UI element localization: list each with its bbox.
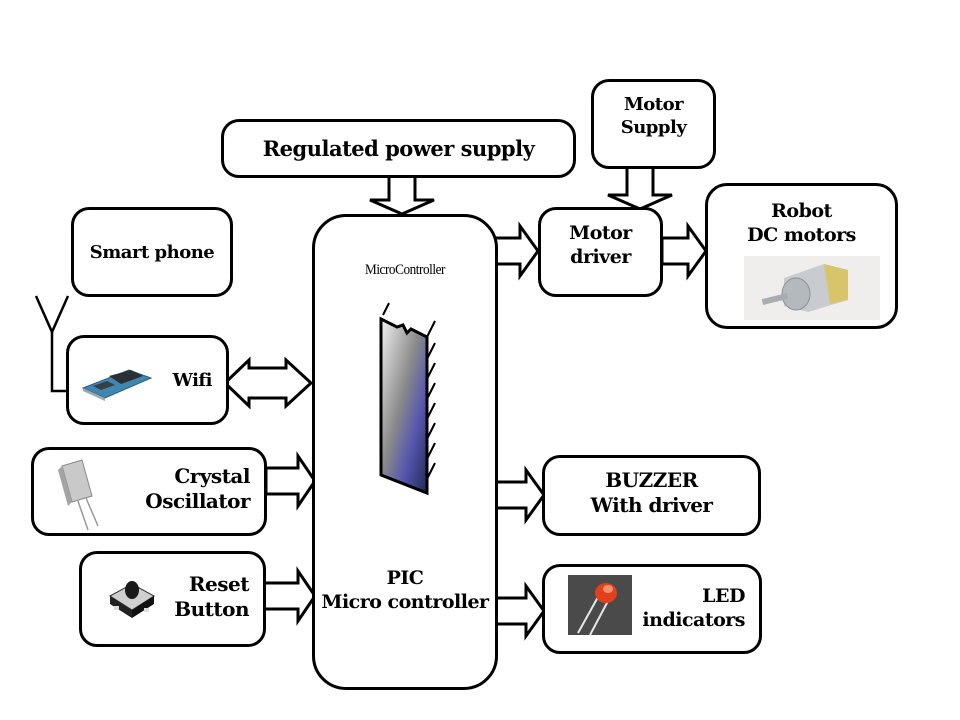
crystal-oscillator-image bbox=[58, 459, 99, 531]
buzzer-label: BUZZER With driver bbox=[545, 468, 758, 518]
reset-line2: Button bbox=[174, 597, 249, 621]
smart-phone-label: Smart phone bbox=[89, 242, 215, 263]
crystal-line1: Crystal bbox=[174, 464, 250, 488]
led-line2: indicators bbox=[642, 608, 745, 631]
buzzer-line2: With driver bbox=[590, 493, 713, 517]
dc-motors-line1: Robot bbox=[771, 200, 832, 222]
reset-line1: Reset bbox=[188, 572, 250, 596]
motor-driver-block: Motor driver bbox=[538, 207, 663, 297]
arrow-crystal-to-mcu bbox=[264, 451, 317, 511]
arrow-motorsupply-to-driver bbox=[607, 165, 673, 211]
motor-driver-line2: driver bbox=[570, 245, 631, 268]
motor-driver-line1: Motor bbox=[569, 222, 632, 244]
wifi-module-image bbox=[81, 369, 153, 401]
arrow-driver-to-motors bbox=[660, 221, 708, 281]
motor-supply-line1: Motor bbox=[623, 94, 684, 115]
arrow-mcu-to-driver bbox=[493, 221, 540, 281]
arrow-mcu-to-buzzer bbox=[493, 465, 546, 525]
led-label: LED indicators bbox=[642, 585, 745, 633]
led-indicators-block: LED indicators bbox=[542, 564, 762, 654]
crystal-oscillator-block: Crystal Oscillator bbox=[31, 447, 267, 536]
buzzer-line1: BUZZER bbox=[605, 468, 698, 492]
led-line1: LED bbox=[702, 585, 745, 607]
reset-button-block: Reset Button bbox=[79, 551, 266, 647]
crystal-line2: Oscillator bbox=[145, 489, 250, 513]
wifi-block: Wifi bbox=[66, 335, 229, 425]
reset-button-label: Reset Button bbox=[174, 572, 249, 622]
push-button-image bbox=[109, 581, 155, 618]
arrow-reset-to-mcu bbox=[262, 566, 317, 626]
smart-phone-block: Smart phone bbox=[71, 207, 233, 297]
motor-supply-line2: Supply bbox=[620, 116, 687, 138]
pic-microcontroller-block: MicroController PIC Micro controller bbox=[312, 214, 498, 690]
wifi-label: Wifi bbox=[172, 370, 213, 391]
motor-supply-label: Motor Supply bbox=[594, 94, 713, 139]
pic-line1: PIC bbox=[386, 567, 424, 589]
dc-motors-block: Robot DC motors bbox=[705, 183, 898, 329]
power-supply-label: Regulated power supply bbox=[262, 136, 535, 161]
dc-motors-line2: DC motors bbox=[747, 223, 856, 246]
power-supply-block: Regulated power supply bbox=[221, 119, 576, 178]
arrow-power-to-mcu bbox=[369, 174, 435, 216]
crystal-oscillator-label: Crystal Oscillator bbox=[145, 464, 250, 514]
antenna-icon bbox=[34, 295, 70, 393]
chip-caption: MicroController bbox=[365, 262, 445, 278]
motor-driver-label: Motor driver bbox=[541, 222, 660, 270]
dc-motors-label: Robot DC motors bbox=[708, 200, 895, 248]
arrow-wifi-mcu-bidirectional bbox=[222, 356, 314, 410]
pic-line2: Micro controller bbox=[321, 590, 489, 613]
dc-motor-image bbox=[744, 256, 880, 320]
pic-label: PIC Micro controller bbox=[315, 567, 495, 615]
red-led-image bbox=[568, 575, 632, 635]
dip-chip-image bbox=[379, 302, 436, 496]
arrow-mcu-to-led bbox=[493, 581, 546, 641]
motor-supply-block: Motor Supply bbox=[591, 79, 716, 169]
buzzer-block: BUZZER With driver bbox=[542, 455, 761, 536]
